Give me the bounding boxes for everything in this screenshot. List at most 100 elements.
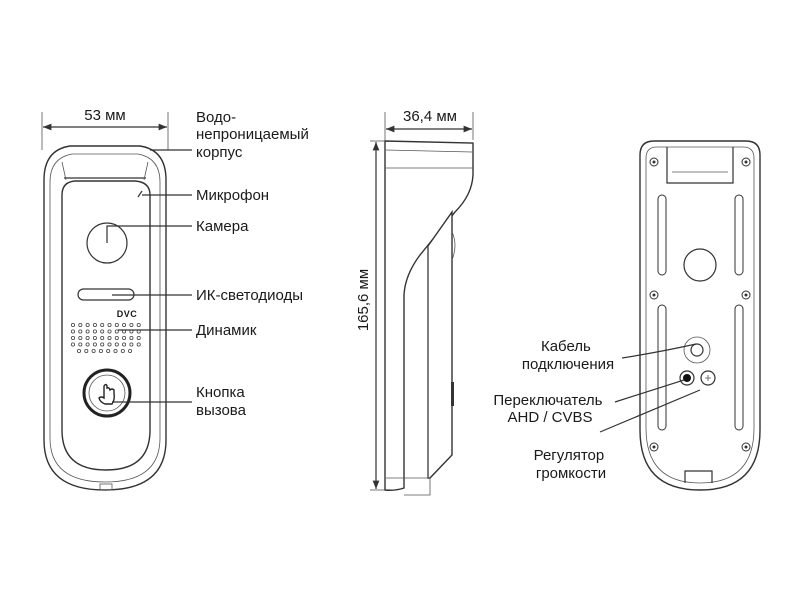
label-housing: Водо- непроницаемый корпус: [196, 109, 313, 161]
mounting-screws: [649, 157, 751, 452]
speaker-grille: [71, 322, 141, 353]
speaker-hole: [107, 322, 112, 327]
label-cable: Кабель подключения: [522, 338, 614, 373]
leader-switch: [614, 379, 685, 403]
mounting-slot: [734, 194, 744, 276]
bottom-clip: [684, 470, 713, 483]
speaker-hole: [114, 342, 119, 347]
side-line: [385, 149, 473, 153]
mounting-slots: [657, 194, 744, 431]
speaker-hole: [100, 335, 105, 340]
speaker-hole: [107, 329, 112, 334]
cable-grommet: [683, 336, 711, 364]
side-front-panel: [427, 209, 453, 479]
side-housing: [384, 140, 474, 491]
speaker-hole: [71, 329, 76, 334]
speaker-hole: [113, 348, 118, 353]
speaker-hole: [120, 348, 125, 353]
rear-view: Кабель подключения Переключатель AHD / C…: [493, 140, 761, 491]
leader-camera: [106, 225, 192, 243]
screw-center: [744, 293, 748, 297]
screw-hole: [741, 157, 751, 167]
label-speaker: Динамик: [196, 322, 257, 339]
speaker-hole: [106, 348, 111, 353]
speaker-hole: [100, 329, 105, 334]
speaker-hole: [92, 329, 97, 334]
screw-center: [652, 445, 656, 449]
speaker-hole: [136, 335, 141, 340]
speaker-hole: [129, 342, 134, 347]
dvc-logo: DVC: [117, 309, 138, 319]
label-volume: Регулятор громкости: [534, 447, 609, 482]
speaker-hole: [84, 348, 89, 353]
speaker-hole: [129, 322, 134, 327]
call-button-inner: [88, 374, 126, 412]
switch-knob: [683, 374, 691, 382]
top-bracket: [666, 147, 734, 184]
speaker-hole: [136, 322, 141, 327]
speaker-hole: [77, 348, 82, 353]
housing-inner-edge: [49, 153, 161, 483]
screw-hole: [649, 442, 659, 452]
width-dimension: 53 мм: [84, 107, 125, 124]
screw-cross-icon: [705, 375, 711, 381]
speaker-hole: [122, 335, 127, 340]
cable-connector: [690, 343, 704, 357]
speaker-hole: [122, 322, 127, 327]
speaker-hole: [71, 342, 76, 347]
speaker-hole: [78, 335, 83, 340]
speaker-hole: [85, 322, 90, 327]
speaker-hole: [114, 329, 119, 334]
label-switch: Переключатель AHD / CVBS: [493, 392, 606, 426]
leader-cable: [621, 343, 697, 359]
hood-line: [61, 161, 67, 181]
speaker-hole: [107, 335, 112, 340]
speaker-hole: [129, 335, 134, 340]
mounting-slot: [657, 194, 667, 276]
label-camera: Камера: [196, 218, 249, 235]
volume-regulator: [700, 370, 716, 386]
speaker-hole: [92, 335, 97, 340]
front-view: 53 мм DVC Водо- непроницаемый корпус Мик…: [41, 107, 313, 491]
speaker-hole: [85, 335, 90, 340]
speaker-hole: [71, 322, 76, 327]
side-bottom: [404, 477, 431, 496]
screw-center: [652, 293, 656, 297]
hood-line: [143, 161, 149, 181]
mounting-slot: [657, 304, 667, 431]
speaker-hole: [100, 322, 105, 327]
screw-hole: [741, 442, 751, 452]
speaker-hole: [92, 342, 97, 347]
call-button: [82, 368, 132, 418]
speaker-hole: [122, 342, 127, 347]
ahd-cvbs-switch: [679, 370, 695, 386]
label-ir-leds: ИК-светодиоды: [196, 287, 303, 304]
camera-bulge: [451, 231, 456, 261]
screw-hole: [649, 157, 659, 167]
hand-pointer-icon: [98, 383, 115, 405]
depth-dimension: 36,4 мм: [403, 108, 457, 125]
side-button: [451, 382, 454, 406]
label-call-button: Кнопка вызова: [196, 384, 249, 419]
speaker-hole: [85, 342, 90, 347]
mounting-slot: [734, 304, 744, 431]
side-view: 36,4 мм 165,6 мм: [355, 108, 474, 496]
leader-volume: [599, 389, 701, 433]
speaker-hole: [92, 322, 97, 327]
speaker-hole: [114, 335, 119, 340]
speaker-hole: [78, 329, 83, 334]
speaker-hole: [71, 335, 76, 340]
screw-center: [652, 160, 656, 164]
height-dimension: 165,6 мм: [355, 269, 372, 331]
screw-hole: [649, 290, 659, 300]
microphone-icon: [137, 190, 143, 198]
screw-hole: [741, 290, 751, 300]
speaker-hole: [107, 342, 112, 347]
label-microphone: Микрофон: [196, 187, 269, 204]
speaker-hole: [78, 342, 83, 347]
speaker-hole: [128, 348, 133, 353]
speaker-hole: [91, 348, 96, 353]
speaker-hole: [100, 342, 105, 347]
